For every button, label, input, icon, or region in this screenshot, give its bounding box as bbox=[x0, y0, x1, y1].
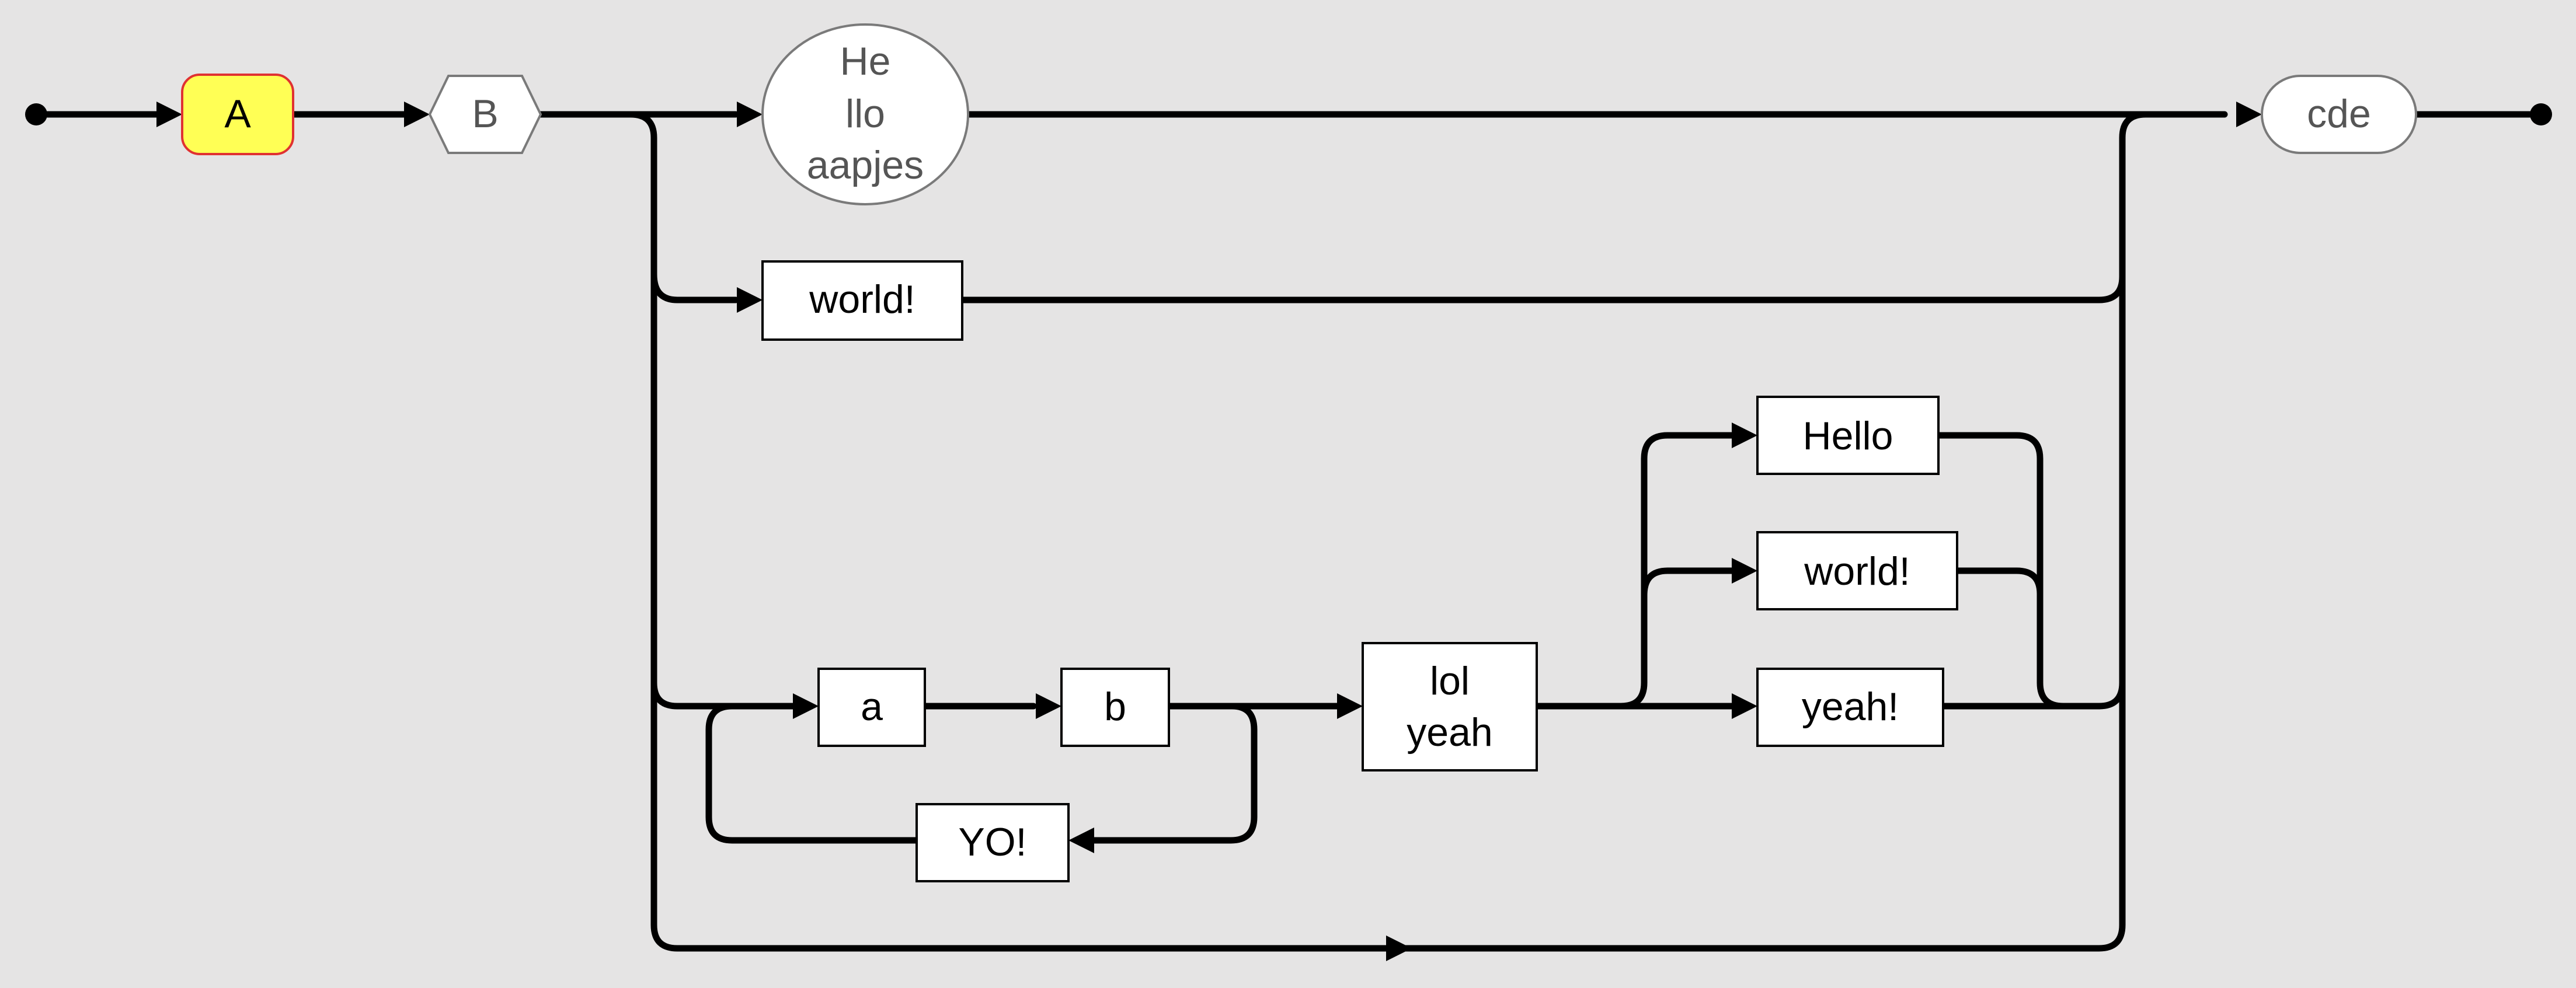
node-lol-yeah[interactable]: lol yeah bbox=[1362, 642, 1538, 771]
track-choice-split bbox=[1617, 432, 1742, 710]
arrowheads bbox=[156, 102, 2262, 961]
node-hello[interactable]: Hello bbox=[1756, 396, 1940, 475]
node-hello-aapjes-line1: He bbox=[840, 39, 891, 83]
node-cde[interactable]: cde bbox=[2261, 75, 2417, 154]
node-world-top[interactable]: world! bbox=[761, 260, 963, 341]
node-a-small-label: a bbox=[861, 685, 883, 729]
arrow-bypass bbox=[1386, 935, 1412, 961]
node-b-small-label: b bbox=[1104, 685, 1126, 729]
arrow-to-hello bbox=[1732, 423, 1757, 448]
node-lol-yeah-line1: lol bbox=[1430, 659, 1470, 703]
node-world-top-label: world! bbox=[809, 277, 915, 322]
track-world-top-in bbox=[650, 271, 739, 303]
node-yo-label: YO! bbox=[958, 820, 1026, 864]
track-yo-loop bbox=[1088, 703, 1258, 844]
node-yeah-label: yeah! bbox=[1802, 685, 1899, 729]
start-dot bbox=[25, 103, 47, 125]
node-a-small[interactable]: a bbox=[817, 668, 926, 747]
arrow-to-world-top bbox=[737, 287, 763, 313]
node-cde-label: cde bbox=[2307, 92, 2371, 136]
node-b-hexagon[interactable]: B bbox=[428, 75, 542, 154]
arrow-to-b-small bbox=[1036, 693, 1061, 719]
node-yeah[interactable]: yeah! bbox=[1756, 668, 1944, 747]
track-world-mid-out bbox=[1954, 567, 2044, 598]
node-world-mid[interactable]: world! bbox=[1756, 531, 1958, 610]
node-b-small[interactable]: b bbox=[1060, 668, 1170, 747]
arrow-to-b bbox=[404, 102, 430, 127]
node-hello-label: Hello bbox=[1803, 414, 1893, 458]
node-hello-aapjes-line2: llo bbox=[845, 92, 885, 136]
node-hello-aapjes-line3: aapjes bbox=[807, 143, 924, 187]
tracks bbox=[33, 111, 2544, 952]
arrow-to-cde bbox=[2236, 102, 2262, 127]
node-a-highlighted[interactable]: A bbox=[181, 74, 294, 155]
node-hello-aapjes[interactable]: He llo aapjes bbox=[761, 23, 969, 205]
arrow-to-hello-circle bbox=[737, 102, 763, 127]
track-hello-out bbox=[1935, 432, 2102, 710]
arrow-yo-back bbox=[1068, 828, 1094, 853]
node-b-label: B bbox=[472, 92, 498, 136]
arrow-to-yeah bbox=[1732, 693, 1757, 719]
node-world-mid-label: world! bbox=[1804, 549, 1910, 594]
node-a-label: A bbox=[224, 92, 251, 136]
track-yeah-out bbox=[1940, 679, 2126, 710]
track-lower-in bbox=[650, 679, 798, 710]
arrow-to-a bbox=[156, 102, 182, 127]
track-yo-back bbox=[705, 703, 920, 844]
node-yo[interactable]: YO! bbox=[915, 803, 1070, 882]
track-choice-mid bbox=[1641, 567, 1742, 599]
track-world-top-out bbox=[959, 273, 2126, 303]
arrow-to-lol bbox=[1337, 693, 1363, 719]
arrow-to-a-small bbox=[793, 693, 819, 719]
end-dot bbox=[2530, 103, 2552, 125]
arrow-to-world-mid bbox=[1732, 558, 1757, 584]
node-lol-yeah-line2: yeah bbox=[1407, 710, 1492, 755]
